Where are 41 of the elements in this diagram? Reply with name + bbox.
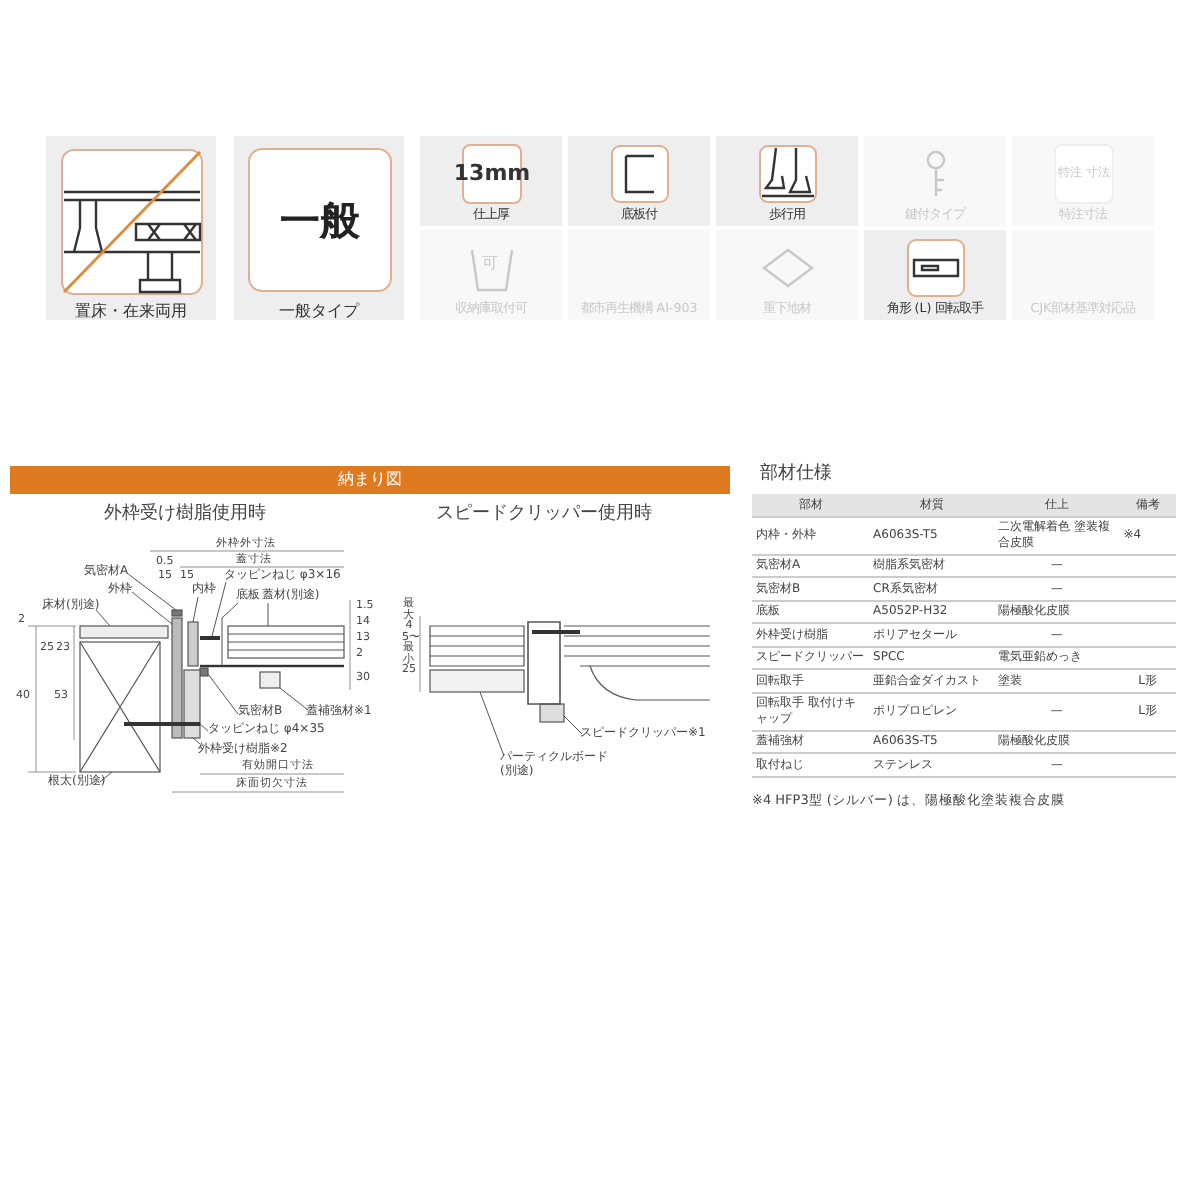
section-heading: 外枠受け樹脂使用時 bbox=[104, 506, 266, 526]
feature-tile bbox=[864, 230, 1006, 320]
type-label: 一般 bbox=[248, 148, 392, 292]
airtight-seal bbox=[171, 609, 183, 617]
leader-line bbox=[95, 609, 111, 627]
section-heading: スピードクリッパー使用時 bbox=[436, 506, 652, 526]
outer-frame bbox=[171, 617, 183, 739]
feature-tile bbox=[716, 230, 858, 320]
leader-line bbox=[479, 691, 505, 757]
section-band: 納まり図 bbox=[10, 466, 730, 494]
table-title: 部材仕様 bbox=[760, 466, 832, 486]
leader-line bbox=[221, 602, 239, 666]
leader-line bbox=[99, 771, 113, 783]
leader-line bbox=[192, 737, 201, 745]
floor-board bbox=[79, 625, 169, 639]
feature-tile bbox=[420, 230, 562, 320]
tile-caption: 置床・在来両用 bbox=[73, 300, 189, 322]
feature-tile bbox=[864, 136, 1006, 226]
leader-line bbox=[199, 723, 209, 732]
leader-line bbox=[127, 573, 177, 611]
joist bbox=[79, 641, 161, 773]
clip bbox=[539, 703, 565, 723]
leader-line bbox=[563, 715, 583, 735]
resin-holder bbox=[183, 669, 201, 739]
leader-line bbox=[279, 687, 309, 711]
leader-line bbox=[131, 591, 173, 625]
tile-caption: 一般タイプ bbox=[277, 300, 362, 322]
leader-line bbox=[192, 596, 199, 623]
inner-frame bbox=[187, 621, 199, 667]
lid-panel bbox=[227, 625, 345, 659]
feature-tile bbox=[420, 136, 562, 226]
leader-line bbox=[267, 602, 269, 627]
feature-tile bbox=[234, 136, 404, 320]
airtight-seal bbox=[199, 667, 209, 677]
leader-line bbox=[211, 581, 227, 637]
feature-tile bbox=[46, 136, 216, 320]
feature-tile bbox=[568, 136, 710, 226]
leader-line bbox=[207, 673, 239, 715]
reinforcement-bar bbox=[259, 671, 281, 689]
particle-board bbox=[429, 669, 525, 693]
feature-tile bbox=[716, 136, 858, 226]
